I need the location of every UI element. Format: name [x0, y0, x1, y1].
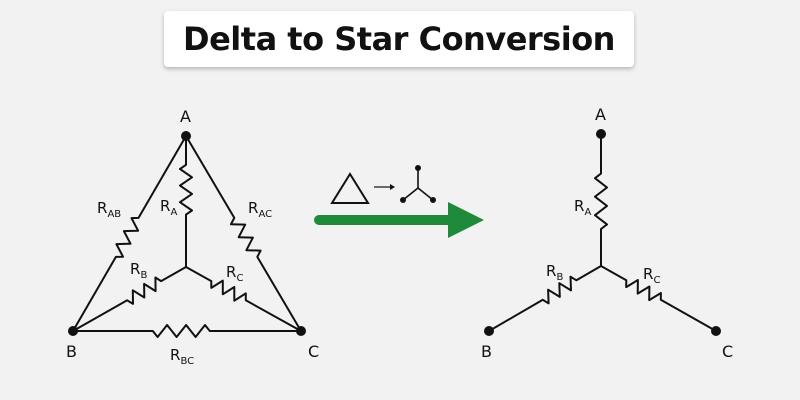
delta-resistor-rc	[185, 266, 302, 332]
delta-label-rbc: RBC	[170, 346, 194, 367]
star-label-ra: RA	[574, 197, 591, 218]
delta-label-rab: RAB	[97, 199, 121, 220]
star-y-icon	[399, 165, 436, 204]
delta-node-c-label: C	[308, 342, 319, 361]
delta-resistor-rac	[185, 135, 302, 332]
title-box: Delta to Star Conversion	[164, 11, 634, 67]
delta-resistor-rbc	[73, 324, 301, 338]
star-node-a-label: A	[595, 105, 606, 124]
right-arrow-icon	[314, 202, 484, 238]
star-resistor-rb	[488, 265, 602, 332]
delta-resistor-rab	[72, 135, 187, 332]
page-title: Delta to Star Conversion	[183, 20, 615, 58]
star-node-a-dot	[596, 129, 606, 139]
delta-label-rb: RB	[130, 260, 147, 281]
star-resistor-ra	[594, 134, 608, 266]
delta-node-a-label: A	[180, 107, 191, 126]
star-node-b-label: B	[481, 342, 492, 361]
star-node-b-dot	[484, 326, 494, 336]
conversion-icon-group	[330, 165, 436, 204]
delta-label-ra: RA	[160, 197, 177, 218]
star-label-rc: RC	[643, 265, 660, 286]
delta-triangle-icon	[330, 172, 370, 204]
small-arrow-icon	[374, 184, 395, 190]
star-label-rb: RB	[546, 262, 563, 283]
delta-resistor-ra	[179, 136, 193, 267]
delta-node-c-dot	[296, 326, 306, 336]
star-node-c-label: C	[722, 342, 733, 361]
delta-node-b-dot	[68, 326, 78, 336]
delta-label-rc: RC	[226, 263, 243, 284]
node-dots	[68, 129, 721, 336]
delta-node-b-label: B	[66, 342, 77, 361]
delta-resistor-rb	[72, 266, 187, 332]
star-node-c-dot	[711, 326, 721, 336]
delta-label-rac: RAC	[248, 199, 272, 220]
star-resistor-rc	[600, 265, 717, 332]
delta-node-a-dot	[181, 131, 191, 141]
